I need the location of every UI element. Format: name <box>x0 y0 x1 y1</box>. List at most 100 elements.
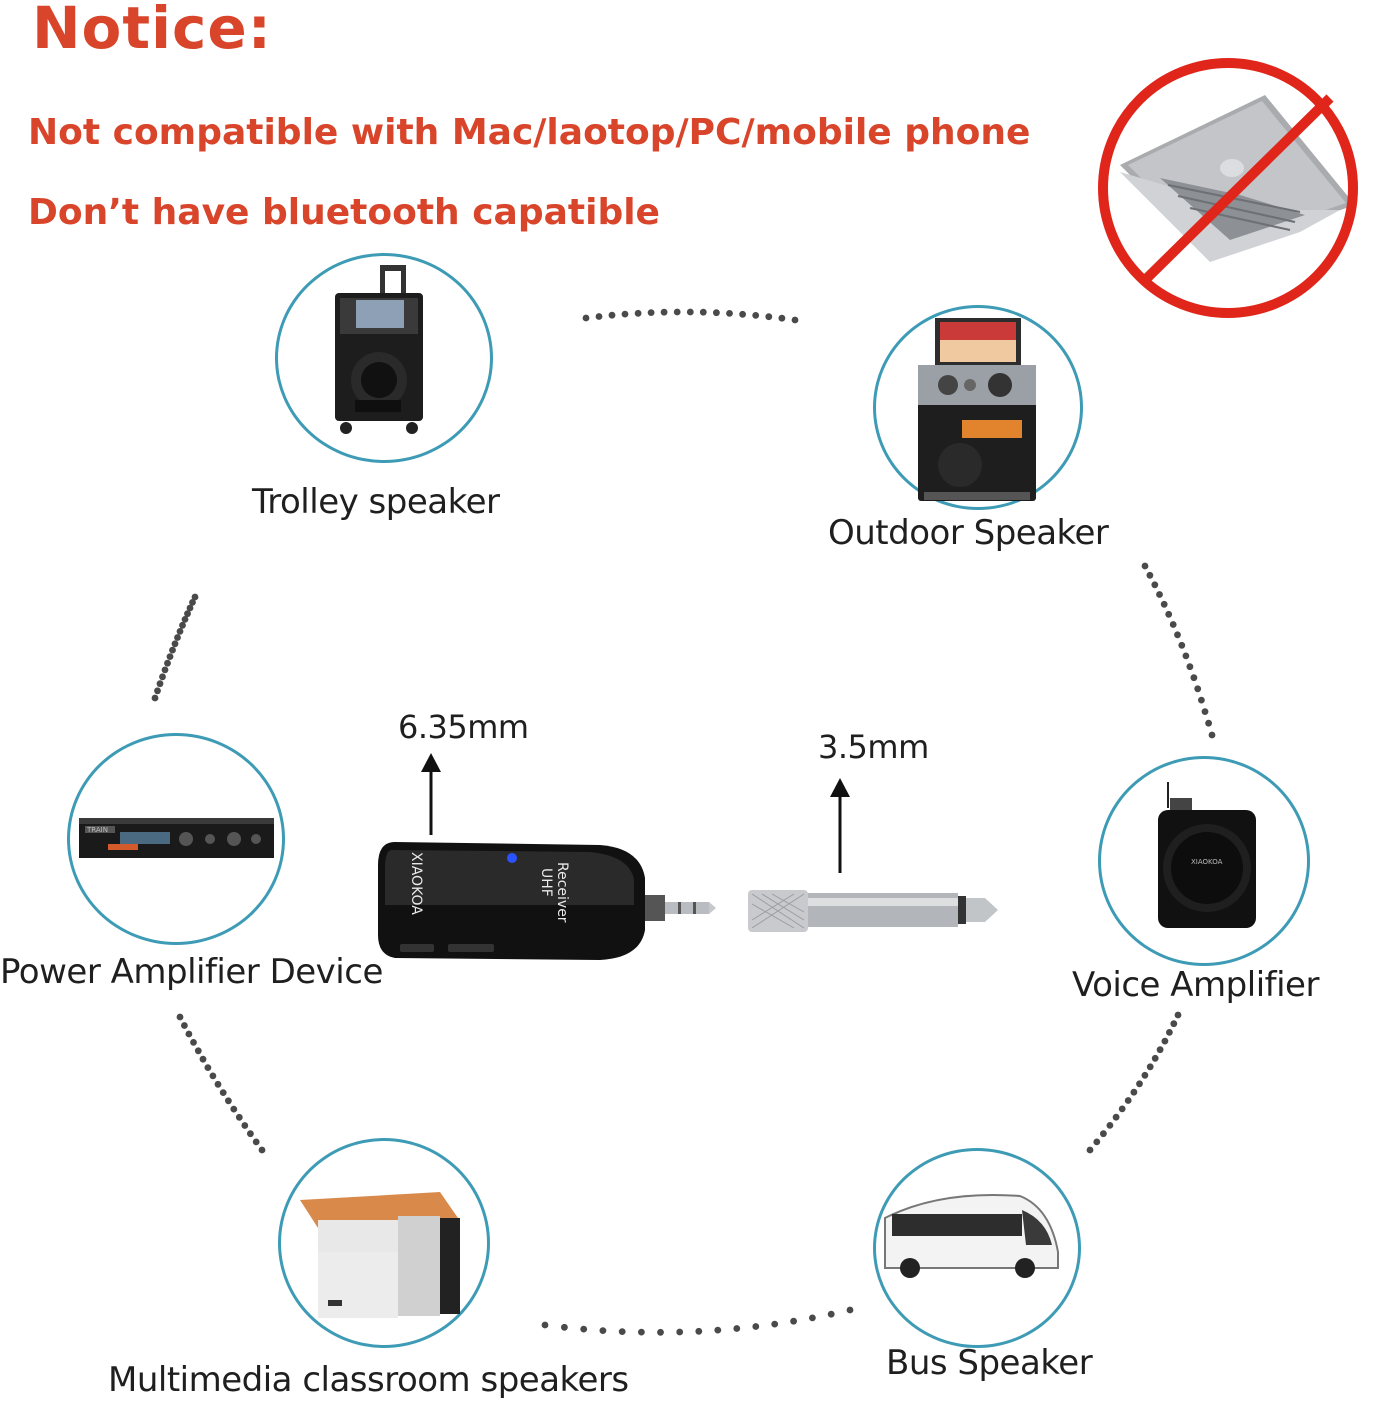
connector-dot <box>176 628 184 635</box>
connector-dot <box>235 1113 243 1121</box>
connector-dot <box>791 316 799 324</box>
receiver-model: UHF <box>538 868 554 897</box>
connector-dot <box>194 1047 202 1055</box>
connector-dot <box>771 1320 779 1328</box>
bluetooth-note: Don’t have bluetooth capatible <box>28 192 660 233</box>
connector-dot <box>184 610 191 618</box>
connector-dot <box>1198 696 1205 704</box>
connector-dot <box>827 1310 835 1318</box>
jack-3-5-label: 3.5mm <box>818 728 929 766</box>
connector-dot <box>171 640 179 648</box>
connector-dot <box>595 313 603 320</box>
connector-dot <box>618 1328 626 1335</box>
connector-dot <box>241 1122 249 1129</box>
connector-dot <box>657 1328 664 1336</box>
connector-dot <box>1141 562 1149 570</box>
connector-dot <box>1166 1029 1173 1036</box>
connector-dot <box>1146 1063 1154 1071</box>
connector-dot <box>733 1325 741 1332</box>
jack-6-35-label: 6.35mm <box>398 708 529 746</box>
connector-dot <box>1156 591 1163 598</box>
connector-dot <box>1165 610 1173 618</box>
connector-dot <box>1182 652 1190 660</box>
connector-dot <box>1118 1105 1126 1113</box>
connector-dot <box>1160 600 1168 608</box>
connector-dot <box>638 1328 645 1336</box>
connector-dot <box>1194 685 1202 693</box>
connector-dot <box>1086 1146 1094 1154</box>
connector-dot <box>156 680 164 688</box>
connector-dot <box>1208 731 1216 739</box>
connector-dot <box>1170 1020 1178 1028</box>
connector-dot <box>181 1022 188 1029</box>
connector-dot <box>1156 1046 1164 1054</box>
power-amplifier-circle <box>67 733 285 945</box>
connector-dot <box>154 687 161 695</box>
classroom-speaker-label: Multimedia classroom speakers <box>108 1360 629 1400</box>
connector-dot <box>686 308 694 316</box>
connector-dot <box>599 1327 607 1334</box>
receiver-type: Receiver <box>554 862 570 923</box>
connector-dot <box>673 308 681 316</box>
connector-dot <box>660 308 668 316</box>
connector-dot <box>1112 1113 1120 1121</box>
voice-amplifier-circle <box>1098 756 1310 966</box>
connector-dot <box>191 593 199 601</box>
connector-dot <box>185 1030 193 1038</box>
connector-dot <box>541 1321 549 1329</box>
connector-dot <box>176 1013 184 1021</box>
connector-dot <box>1141 1071 1149 1079</box>
connector-dot <box>219 1089 227 1096</box>
connector-dot <box>174 634 181 641</box>
connector-dot <box>1174 1011 1182 1019</box>
connector-dot <box>258 1146 266 1154</box>
outdoor-speaker-label: Outdoor Speaker <box>828 513 1109 553</box>
voice-amplifier-label: Voice Amplifier <box>1072 965 1319 1005</box>
connector-dot <box>699 308 707 316</box>
connector-dot <box>1130 1088 1138 1096</box>
connector-dot <box>225 1097 232 1105</box>
connector-dot <box>166 653 174 660</box>
connector-dot <box>621 310 629 318</box>
connector-dot <box>199 1055 207 1063</box>
connector-dot <box>1186 663 1194 671</box>
connector-dot <box>1201 708 1209 715</box>
connector-dot <box>179 621 186 629</box>
connector-dot <box>582 314 590 322</box>
connector-dot <box>726 310 733 317</box>
connector-dot <box>181 616 189 623</box>
incompatibility-note: Not compatible with Mac/laotop/PC/mobile… <box>28 112 1031 153</box>
connector-dot <box>580 1325 588 1333</box>
outdoor-speaker-circle <box>873 305 1083 510</box>
connector-dot <box>1124 1097 1132 1104</box>
notice-title: Notice: <box>32 0 272 62</box>
connector-dot <box>204 1064 212 1071</box>
connector-dot <box>634 309 642 317</box>
connector-dot <box>1151 581 1159 589</box>
connector-dot <box>1169 621 1177 628</box>
connector-dot <box>778 314 786 322</box>
connector-dot <box>230 1105 238 1113</box>
receiver-brand: XIAOKOA <box>408 852 424 915</box>
connector-dot <box>713 309 720 317</box>
connector-dot <box>169 646 176 654</box>
connector-dot <box>790 1317 797 1325</box>
connector-dot <box>1100 1130 1107 1138</box>
connector-dot <box>765 313 773 321</box>
connector-dot <box>561 1323 568 1331</box>
connector-dot <box>1136 1080 1143 1088</box>
connector-dot <box>752 1323 760 1330</box>
connector-dot <box>739 310 746 318</box>
connector-dot <box>209 1072 217 1080</box>
connector-dot <box>151 694 159 702</box>
connector-dot <box>608 311 616 319</box>
connector-dot <box>1178 641 1186 649</box>
connector-dot <box>1106 1122 1114 1129</box>
connector-dot <box>752 312 760 319</box>
connector-dot <box>1174 631 1181 639</box>
connector-dot <box>809 1314 816 1322</box>
connector-dot <box>1205 719 1212 727</box>
connector-dot <box>676 1328 684 1336</box>
connector-dot <box>1190 674 1198 682</box>
connector-dot <box>695 1327 703 1335</box>
